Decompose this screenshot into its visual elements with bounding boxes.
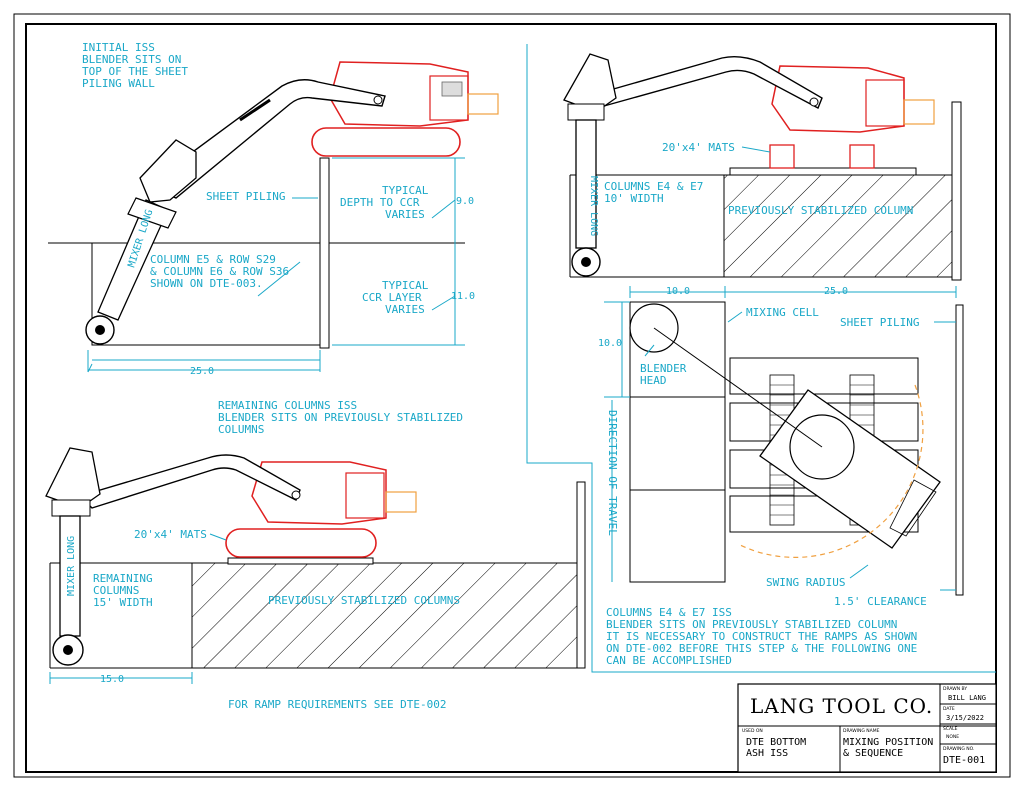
- used-on-value-1: DTE BOTTOM: [746, 737, 806, 748]
- note-e4-e7-iss-4: ON DTE-002 BEFORE THIS STEP & THE FOLLOW…: [606, 642, 917, 655]
- drawing-name-value-1: MIXING POSITION: [843, 737, 933, 748]
- note-initial-iss-1: INITIAL ISS: [82, 41, 155, 54]
- note-typical-ccr-1: TYPICAL: [382, 279, 429, 292]
- dim-height-10: 10.0: [598, 338, 622, 349]
- note-remaining-columns-3: 15' WIDTH: [93, 596, 153, 609]
- note-column-e5-1: COLUMN E5 & ROW S29: [150, 253, 276, 266]
- boom-bottom: [78, 454, 301, 509]
- note-e4-e7-iss-1: COLUMNS E4 & E7 ISS: [606, 606, 732, 619]
- note-column-e5-3: SHOWN ON DTE-003.: [150, 277, 263, 290]
- stabilized-column-block: [723, 174, 953, 278]
- dim-width-15: 15.0: [100, 674, 124, 685]
- note-initial-iss-2: BLENDER SITS ON: [82, 53, 181, 66]
- stabilized-columns-block: [191, 562, 578, 669]
- swing-center-circle: [789, 414, 855, 480]
- note-remaining-iss-3: COLUMNS: [218, 423, 264, 436]
- drawing-name-value-2: & SEQUENCE: [843, 748, 903, 759]
- note-typical-ccr-3: VARIES: [385, 303, 425, 316]
- boom-right: [594, 55, 823, 109]
- note-columns-e4-e7-2: 10' WIDTH: [604, 192, 664, 205]
- used-on-label: USED ON: [742, 728, 763, 734]
- outer-border: [13, 13, 1011, 778]
- drawn-by-label: DRAWN BY: [943, 686, 967, 692]
- note-remaining-iss-1: REMAINING COLUMNS ISS: [218, 399, 357, 412]
- dim-width-25-left: 25.0: [190, 366, 214, 377]
- used-on-value-2: ASH ISS: [746, 748, 788, 759]
- note-column-e5-2: & COLUMN E6 & ROW S36: [150, 265, 289, 278]
- label-clearance: 1.5' CLEARANCE: [834, 595, 927, 608]
- drawing-no-value: DTE-001: [943, 755, 985, 766]
- drawing-name-label: DRAWING NAME: [843, 728, 880, 734]
- label-mats-top-right: 20'x4' MATS: [662, 141, 735, 154]
- label-sheet-piling-right: SHEET PILING: [840, 316, 919, 329]
- note-typical-depth-1: TYPICAL: [382, 184, 429, 197]
- label-previously-stabilized-columns: PREVIOUSLY STABILIZED COLUMNS: [268, 594, 460, 607]
- label-previously-stabilized-column: PREVIOUSLY STABILIZED COLUMN: [728, 204, 913, 217]
- note-remaining-columns-2: COLUMNS: [93, 584, 139, 597]
- label-mats-bottom: 20'x4' MATS: [134, 528, 207, 541]
- date-value: 3/15/2022: [946, 714, 984, 722]
- company-name: LANG TOOL CO.: [750, 694, 933, 718]
- label-direction-of-travel: DIRECTION OF TRAVEL: [606, 410, 619, 536]
- cab-red-bottom: [251, 461, 387, 525]
- note-initial-iss-3: TOP OF THE SHEET: [82, 65, 188, 78]
- label-swing-radius: SWING RADIUS: [766, 576, 845, 589]
- panel2-notes: REMAINING COLUMNS ISS BLENDER SITS ON PR…: [66, 399, 463, 711]
- drawing-no-label: DRAWING NO.: [943, 746, 974, 752]
- label-blender-head-1: BLENDER: [640, 362, 687, 375]
- track-red: [311, 127, 461, 157]
- note-remaining-columns-1: REMAINING: [93, 572, 153, 585]
- label-mixing-cell: MIXING CELL: [746, 306, 819, 319]
- note-e4-e7-iss-3: IT IS NECESSARY TO CONSTRUCT THE RAMPS A…: [606, 630, 917, 643]
- note-typical-depth-3: VARIES: [385, 208, 425, 221]
- label-sheet-piling-left: SHEET PILING: [206, 190, 285, 203]
- track-red-bottom: [225, 528, 377, 558]
- note-columns-e4-e7-1: COLUMNS E4 & E7: [604, 180, 703, 193]
- mixer-shaft-label-bottom: MIXER LONG: [66, 536, 77, 596]
- cab-red: [329, 61, 469, 127]
- note-ramp-requirements: FOR RAMP REQUIREMENTS SEE DTE-002: [228, 698, 447, 711]
- scale-value: NONE: [946, 734, 959, 740]
- note-e4-e7-iss-5: CAN BE ACCOMPLISHED: [606, 654, 732, 667]
- boom: [146, 79, 386, 199]
- inner-border: [25, 23, 997, 773]
- dim-depth-9: 9.0: [456, 196, 474, 207]
- label-blender-head-2: HEAD: [640, 374, 667, 387]
- dim-width-10: 10.0: [666, 286, 690, 297]
- note-typical-depth-2: DEPTH TO CCR: [340, 196, 420, 209]
- note-initial-iss-4: PILING WALL: [82, 77, 155, 90]
- sheet-piling-wall: [319, 157, 330, 349]
- note-remaining-iss-2: BLENDER SITS ON PREVIOUSLY STABILIZED: [218, 411, 463, 424]
- column-strip: [629, 301, 726, 583]
- date-label: DATE: [943, 706, 955, 712]
- note-e4-e7-iss-2: BLENDER SITS ON PREVIOUSLY STABILIZED CO…: [606, 618, 897, 631]
- panel-initial-iss: [48, 61, 499, 373]
- cab-red-right: [771, 65, 905, 133]
- title-block: LANG TOOL CO. DRAWN BY BILL LANG DATE 3/…: [737, 683, 997, 773]
- panel-columns-e4-e7: [563, 53, 962, 281]
- blender-head-circle: [629, 303, 679, 353]
- dim-ccr-11: 11.0: [451, 291, 475, 302]
- scale-label: SCALE: [943, 726, 958, 732]
- dim-width-25-right: 25.0: [824, 286, 848, 297]
- mixer-shaft-label-right: MIXER LONG: [588, 176, 599, 236]
- panel-divider: [526, 44, 996, 673]
- note-typical-ccr-2: CCR LAYER: [362, 291, 422, 304]
- panel3-notes: 20'x4' MATS COLUMNS E4 & E7 10' WIDTH PR…: [588, 141, 913, 236]
- panel-remaining-iss: [45, 447, 586, 684]
- panel4-notes: 10.0 25.0 MIXING CELL SHEET PILING 10.0 …: [598, 286, 927, 667]
- drawn-by-value: BILL LANG: [948, 694, 986, 702]
- panel-plan-view: [604, 286, 964, 596]
